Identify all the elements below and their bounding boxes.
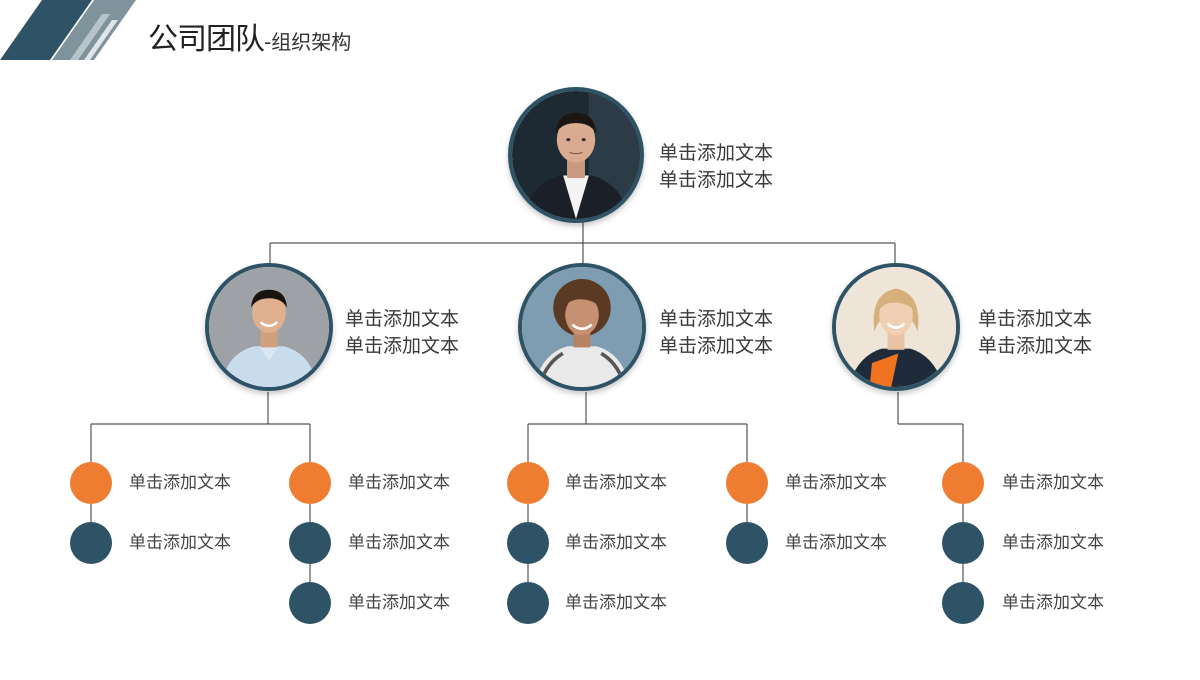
team-node-label: 单击添加文本 — [565, 593, 667, 613]
team-node-label: 单击添加文本 — [1002, 473, 1104, 493]
title-subtitle: -组织架构 — [264, 30, 352, 54]
avatar-manager-2 — [518, 263, 646, 391]
person-woman-curly-photo-icon — [522, 267, 642, 387]
person-woman-blonde-photo-icon — [836, 267, 956, 387]
team-node-label: 单击添加文本 — [785, 473, 887, 493]
team-node-label: 单击添加文本 — [348, 473, 450, 493]
team-node-label: 单击添加文本 — [565, 473, 667, 493]
team-node-blue — [289, 522, 331, 564]
team-node-label: 单击添加文本 — [1002, 533, 1104, 553]
manager-3-text-line-2: 单击添加文本 — [978, 335, 1093, 357]
team-node-orange — [70, 462, 112, 504]
manager-3-text-line-1: 单击添加文本 — [978, 308, 1093, 330]
person-man-suit-photo-icon — [512, 91, 640, 219]
corner-decoration — [0, 0, 136, 60]
avatar-manager-3 — [832, 263, 960, 391]
team-node-label: 单击添加文本 — [1002, 593, 1104, 613]
team-node-label: 单击添加文本 — [348, 593, 450, 613]
ceo-text-line-2: 单击添加文本 — [659, 169, 774, 191]
manager-1-text-line-2: 单击添加文本 — [345, 335, 460, 357]
team-node-blue — [726, 522, 768, 564]
team-node-label: 单击添加文本 — [348, 533, 450, 553]
team-node-blue — [70, 522, 112, 564]
team-node-blue — [507, 582, 549, 624]
ceo-text-line-1: 单击添加文本 — [659, 142, 774, 164]
team-node-orange — [289, 462, 331, 504]
team-node-blue — [942, 522, 984, 564]
team-node-label: 单击添加文本 — [785, 533, 887, 553]
team-node-label: 单击添加文本 — [129, 533, 231, 553]
team-node-blue — [289, 582, 331, 624]
avatar-ceo — [508, 87, 644, 223]
team-node-orange — [726, 462, 768, 504]
avatar-manager-1 — [205, 263, 333, 391]
page-title: 公司团队-组织架构 — [148, 14, 351, 58]
team-node-label: 单击添加文本 — [565, 533, 667, 553]
title-main: 公司团队 — [148, 22, 265, 57]
team-node-orange — [507, 462, 549, 504]
manager-2-text-line-1: 单击添加文本 — [659, 308, 774, 330]
team-node-blue — [942, 582, 984, 624]
manager-1-text-line-1: 单击添加文本 — [345, 308, 460, 330]
person-man-shirt-photo-icon — [209, 267, 329, 387]
manager-2-text-line-2: 单击添加文本 — [659, 335, 774, 357]
team-node-orange — [942, 462, 984, 504]
team-node-label: 单击添加文本 — [129, 473, 231, 493]
team-node-blue — [507, 522, 549, 564]
